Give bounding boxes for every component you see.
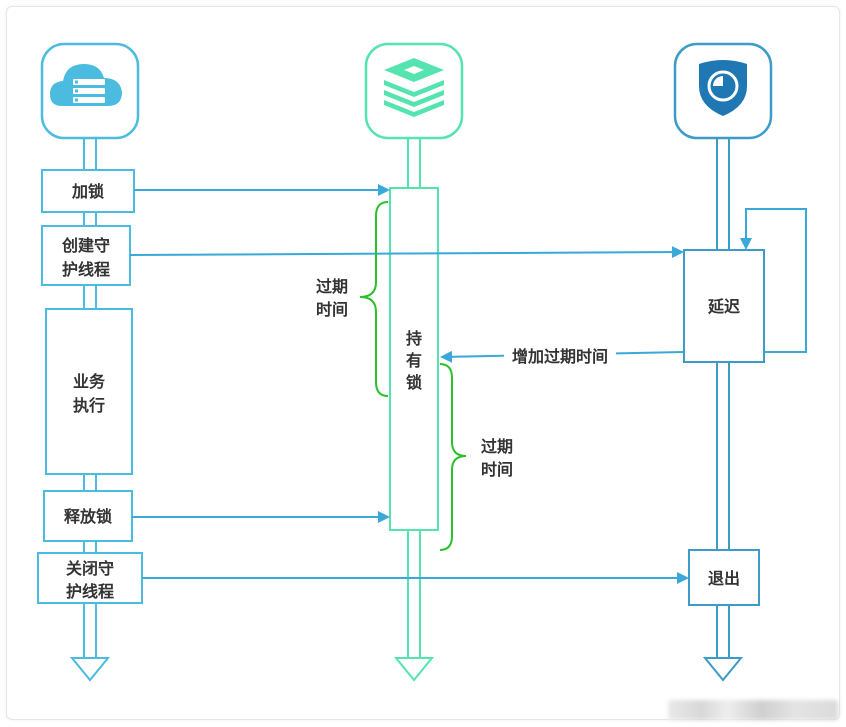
delay-label: 延迟 — [707, 297, 740, 316]
exit-box: 退出 — [688, 549, 760, 606]
business-step: 业务 执行 — [45, 308, 133, 475]
cloud-server-icon — [50, 64, 122, 106]
client-lifeline-arrowhead — [69, 657, 111, 682]
redis-lifeline-arrowhead — [393, 657, 435, 682]
exit-label: 退出 — [708, 569, 740, 588]
business-label-line2: 执行 — [73, 396, 105, 415]
redis-actor — [364, 42, 464, 140]
extend-expire-label: 增加过期时间 — [512, 347, 608, 366]
hold-lock-char2: 有 — [406, 351, 422, 370]
expire-bracket-2 — [439, 363, 467, 551]
delay-box: 延迟 — [683, 249, 765, 363]
close-daemon-label-line1: 关闭守 — [66, 559, 114, 578]
expire-label-1-line1: 过期 — [316, 277, 348, 296]
watchdog-lifeline-arrowhead — [702, 657, 744, 682]
delay-loop-arrow — [740, 208, 807, 353]
expire-label-1-line2: 时间 — [316, 300, 348, 319]
create-daemon-step: 创建守 护线程 — [41, 225, 131, 286]
close-daemon-label-line2: 护线程 — [66, 582, 114, 601]
release-step: 释放锁 — [43, 490, 133, 542]
hold-lock-char1: 持 — [406, 329, 422, 348]
create-daemon-label-line1: 创建守 — [61, 236, 110, 255]
expire-bracket-1 — [359, 201, 389, 397]
watchdog-actor — [673, 42, 773, 140]
business-label-line1: 业务 — [73, 372, 106, 391]
blurred-watermark — [668, 700, 838, 720]
hold-lock-char3: 锁 — [406, 373, 422, 392]
shield-icon — [699, 60, 747, 116]
client-actor — [40, 42, 140, 140]
release-step-label: 释放锁 — [64, 507, 112, 526]
create-daemon-label-line2: 护线程 — [62, 260, 110, 279]
extend-expire-label-bg — [504, 346, 616, 366]
expire-label-2-line2: 时间 — [481, 460, 513, 479]
lock-step: 加锁 — [41, 169, 135, 213]
start-watchdog-arrow — [129, 246, 684, 259]
redis-stack-icon — [384, 58, 444, 117]
close-daemon-step: 关闭守 护线程 — [37, 552, 143, 604]
hold-lock-box: 持 有 锁 — [389, 187, 439, 531]
expire-label-2-line1: 过期 — [481, 437, 513, 456]
lock-step-label: 加锁 — [71, 182, 104, 201]
